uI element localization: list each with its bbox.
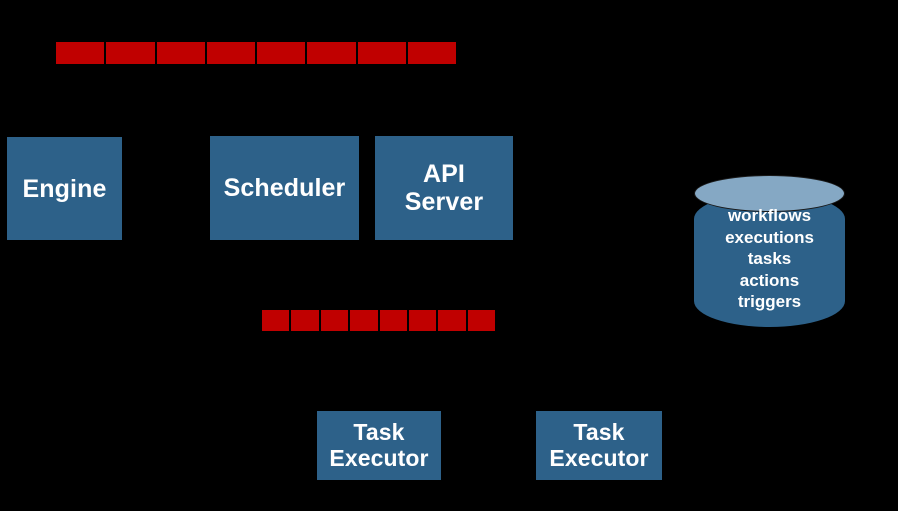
task-executor-2-line1: Task	[573, 418, 625, 445]
middle-red-bar	[262, 310, 495, 331]
red-bar-segment	[357, 42, 406, 64]
task-executor-1-line1: Task	[353, 418, 405, 445]
red-bar-segment	[350, 310, 378, 331]
api-server-label: API Server	[405, 160, 483, 216]
database-table-name: tasks	[747, 249, 792, 268]
database-table-name: workflows	[727, 206, 812, 225]
database-table-name: triggers	[737, 292, 802, 311]
red-bar-segment	[408, 310, 437, 331]
database-cylinder-top-ellipse	[694, 175, 845, 212]
task-executor-box-2[interactable]: Task Executor	[536, 411, 662, 480]
scheduler-box[interactable]: Scheduler	[210, 136, 359, 240]
red-bar-segment	[257, 42, 306, 64]
red-bar-segment	[438, 310, 466, 331]
task-executor-label-2: Task Executor	[549, 418, 649, 472]
top-red-bar	[56, 42, 458, 64]
engine-label: Engine	[22, 174, 107, 203]
task-executor-1-line2: Executor	[329, 444, 429, 471]
red-bar-segment	[307, 42, 356, 64]
red-bar-segment	[206, 42, 255, 64]
database-cylinder[interactable]: workflows executions tasks actions trigg…	[694, 175, 845, 327]
red-bar-segment	[106, 42, 155, 64]
red-bar-segment	[56, 42, 105, 64]
engine-box[interactable]: Engine	[7, 137, 122, 240]
database-table-name: executions	[725, 227, 814, 247]
red-bar-segment	[467, 310, 495, 331]
database-cylinder-body	[694, 193, 845, 327]
api-server-label-line1: API	[423, 160, 465, 188]
red-bar-segment	[379, 310, 407, 331]
red-bar-segment	[156, 42, 205, 64]
red-bar-segment	[262, 310, 290, 331]
database-table-list: workflows executions tasks actions trigg…	[694, 205, 845, 313]
scheduler-label: Scheduler	[223, 174, 346, 202]
api-server-label-line2: Server	[404, 188, 484, 216]
task-executor-box-1[interactable]: Task Executor	[317, 411, 441, 480]
task-executor-2-line2: Executor	[549, 444, 649, 471]
api-server-box[interactable]: API Server	[375, 136, 513, 240]
red-bar-segment	[291, 310, 319, 331]
database-table-name: actions	[739, 270, 800, 290]
red-bar-segment	[407, 42, 456, 64]
red-bar-segment	[320, 310, 349, 331]
task-executor-label-1: Task Executor	[329, 418, 429, 472]
